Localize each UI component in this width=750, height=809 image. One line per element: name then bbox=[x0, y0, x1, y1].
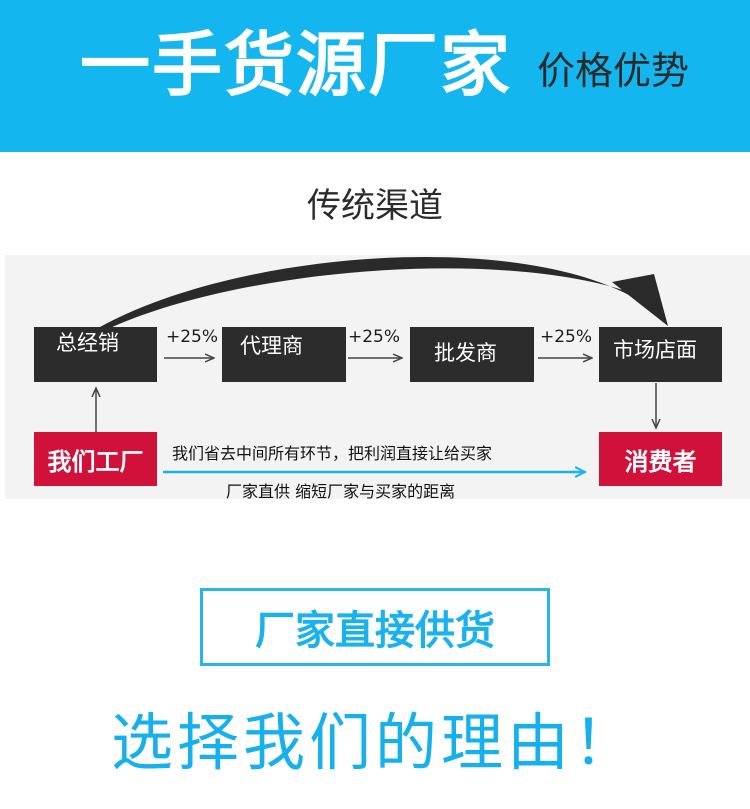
box-market-store: 市场店面 bbox=[599, 327, 722, 382]
factory-box: 我们工厂 bbox=[34, 432, 157, 486]
caption-bottom: 厂家直供 缩短厂家与买家的距离 bbox=[226, 482, 456, 501]
direct-supply-box: 厂家直接供货 bbox=[200, 588, 550, 666]
box-agent-label: 代理商 bbox=[240, 334, 303, 358]
caption-top: 我们省去中间所有环节，把利润直接让给买家 bbox=[172, 444, 493, 463]
markup-3: +25% bbox=[540, 327, 593, 347]
markup-1: +25% bbox=[166, 327, 219, 347]
top-banner: 一手货源厂家 价格优势 bbox=[0, 0, 750, 152]
box-general-distributor: 总经销 bbox=[34, 327, 157, 382]
banner-title: 一手货源厂家 bbox=[80, 24, 512, 106]
box-wholesaler: 批发商 bbox=[410, 327, 534, 382]
consumer-box: 消费者 bbox=[599, 432, 722, 486]
box-agent: 代理商 bbox=[222, 327, 346, 382]
box-wholesaler-label: 批发商 bbox=[434, 341, 497, 365]
banner-subtitle: 价格优势 bbox=[537, 49, 690, 93]
section-title: 传统渠道 bbox=[307, 186, 443, 226]
box-general-distributor-label: 总经销 bbox=[56, 331, 119, 355]
box-market-store-label: 市场店面 bbox=[613, 338, 697, 362]
markup-2: +25% bbox=[348, 327, 401, 347]
reason-heading: 选择我们的理由！ bbox=[110, 706, 639, 779]
